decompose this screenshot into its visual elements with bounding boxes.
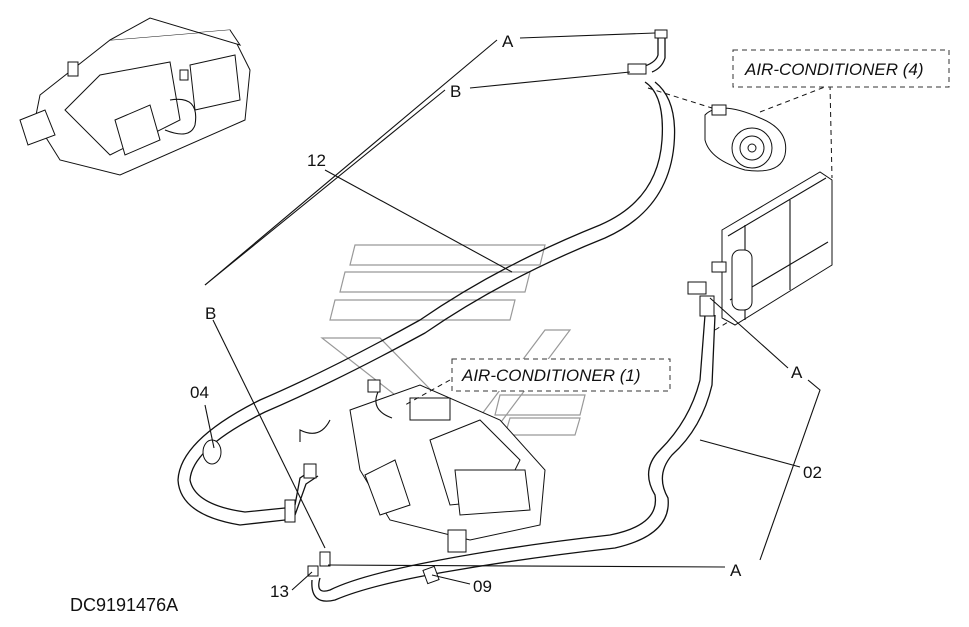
hose-12-leader [647,87,713,109]
fitting-13 [307,551,331,577]
condenser-illustration [687,171,833,326]
drawing-code: DC9191476A [70,595,178,615]
hose-12 [177,29,676,526]
hose-02-leader [714,321,729,331]
hose-02 [311,295,716,602]
callout-09: 09 [473,577,492,596]
clamp-09 [422,565,440,585]
callout-13: 13 [270,582,289,601]
leader-lines [204,32,821,591]
excavator-overview-illustration [19,17,251,176]
callout-a-top: A [502,32,514,51]
clamp-04 [202,439,222,465]
callout-a-right: A [791,363,803,382]
ref-ac-4-leader [759,84,833,179]
ac-unit-illustration [299,379,546,553]
callout-02: 02 [803,463,822,482]
ref-ac-4-label: AIR-CONDITIONER (4) [744,60,924,79]
callout-04: 04 [190,383,209,402]
ref-box-ac-1[interactable]: AIR-CONDITIONER (1) [451,358,671,392]
callout-b-left: B [205,304,216,323]
callout-12: 12 [307,151,326,170]
callout-a-bottom: A [730,561,742,580]
compressor-illustration [704,104,787,172]
ref-ac-1-label: AIR-CONDITIONER (1) [461,366,641,385]
callout-b-top: B [450,82,461,101]
ref-box-ac-4[interactable]: AIR-CONDITIONER (4) [732,49,950,88]
